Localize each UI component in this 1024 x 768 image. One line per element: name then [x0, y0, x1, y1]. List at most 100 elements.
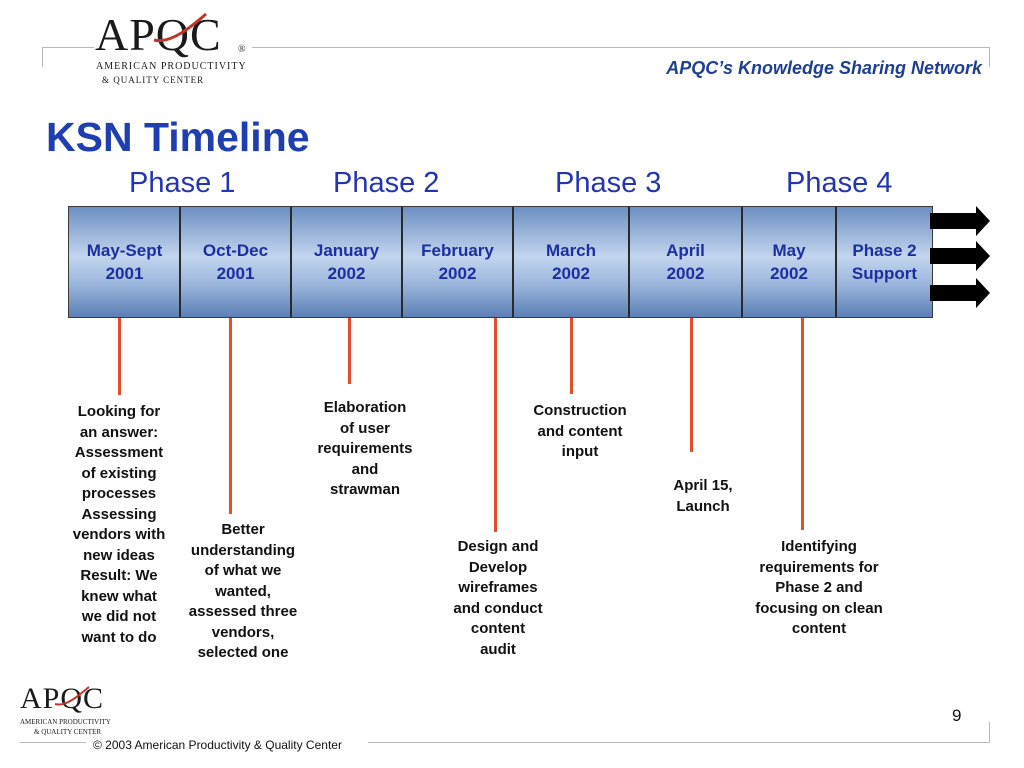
note-line: vendors,	[211, 623, 275, 641]
note-line: wanted,	[215, 582, 271, 600]
period-year: Support	[851, 264, 918, 283]
period-label: February	[421, 241, 494, 260]
timeline-connector	[494, 318, 497, 532]
header-rule	[42, 47, 43, 67]
milestone-note: Identifying requirements for Phase 2 and…	[734, 537, 904, 640]
note-line: of existing	[81, 464, 157, 482]
period-label: Oct-Dec	[202, 241, 269, 260]
note-line: requirements	[317, 440, 413, 457]
footer-logo-tagline-1: AMERICAN PRODUCTIVITY	[20, 718, 111, 726]
milestone-note: Construction and content input	[515, 401, 645, 463]
period-divider	[628, 207, 630, 317]
footer-logo-swoosh-icon	[54, 686, 90, 706]
arrow-right-icon	[930, 206, 990, 236]
note-line: we did not	[81, 608, 157, 625]
note-line: Better	[221, 521, 265, 538]
period-label: May	[772, 241, 806, 260]
timeline-connector	[348, 318, 351, 384]
timeline-connector	[570, 318, 573, 394]
slide-title: KSN Timeline	[46, 114, 310, 160]
note-line: and conduct	[453, 599, 543, 617]
period-divider	[741, 207, 743, 317]
note-line: content	[791, 620, 847, 637]
period-cell: May-Sept 2001	[69, 207, 180, 317]
note-line: vendors with	[72, 526, 166, 543]
milestone-note: April 15, Launch	[650, 476, 756, 517]
note-line: audit	[480, 640, 516, 658]
note-line: and content	[537, 422, 623, 440]
arrow-right-icon	[930, 241, 990, 271]
note-line: want to do	[81, 628, 157, 646]
note-line: April 15,	[673, 477, 733, 494]
note-line: selected one	[197, 644, 289, 661]
phase-label: Phase 2	[333, 167, 440, 199]
period-year: 2001	[105, 264, 144, 283]
note-line: Construction	[533, 402, 627, 419]
note-line: processes	[81, 485, 157, 502]
note-line: Phase 2 and	[775, 579, 863, 596]
note-line: Identifying	[781, 538, 857, 555]
timeline-connector	[690, 318, 693, 452]
note-line: and	[351, 460, 379, 478]
header-rule	[42, 47, 94, 48]
period-label: March	[545, 241, 597, 260]
header-rule	[252, 47, 990, 48]
milestone-note: Elaboration of user requirements and str…	[300, 398, 430, 501]
note-line: new ideas	[83, 546, 155, 564]
note-line: assessed three	[188, 603, 298, 620]
footer-rule	[368, 742, 990, 743]
page-number: 9	[952, 706, 962, 725]
note-line: requirements for	[759, 558, 879, 576]
phase-label: Phase 1	[129, 167, 236, 199]
note-line: wireframes	[458, 579, 538, 596]
period-label: May-Sept	[86, 241, 163, 260]
network-name: APQC’s Knowledge Sharing Network	[666, 58, 982, 78]
timeline-connector	[801, 318, 804, 530]
logo-swoosh-icon	[153, 12, 207, 43]
period-divider	[401, 207, 403, 317]
note-line: Assessing	[81, 505, 157, 523]
note-line: of what we	[204, 562, 282, 579]
note-line: an answer:	[79, 423, 159, 441]
note-line: Assessment	[74, 444, 164, 461]
footer-logo-tagline-2: & QUALITY CENTER	[34, 728, 102, 736]
period-label: Phase 2	[852, 241, 917, 260]
note-line: knew what	[81, 587, 157, 605]
note-line: Looking for	[77, 403, 161, 420]
period-cell: May 2002	[743, 207, 835, 317]
note-line: input	[561, 443, 599, 460]
logo-tagline-2: & QUALITY CENTER	[102, 75, 205, 85]
milestone-note: Design and Develop wireframes and conduc…	[434, 537, 562, 660]
period-label: April	[666, 241, 705, 260]
note-line: Develop	[468, 558, 528, 576]
period-year: 2002	[770, 264, 808, 283]
period-year: 2002	[327, 264, 366, 283]
header-rule	[989, 47, 990, 67]
note-line: content	[470, 620, 526, 637]
period-divider	[290, 207, 292, 317]
note-line: Result: We	[80, 567, 158, 584]
note-line: Elaboration	[323, 399, 407, 416]
logo-registered-mark: ®	[238, 44, 246, 55]
period-divider	[835, 207, 837, 317]
milestone-note: Better understanding of what we wanted, …	[173, 520, 313, 664]
note-line: strawman	[329, 481, 401, 498]
period-label: January	[313, 241, 380, 260]
footer-rule	[989, 722, 990, 743]
period-divider	[512, 207, 514, 317]
footer-rule	[20, 742, 86, 743]
note-line: understanding	[190, 541, 296, 559]
copyright-text: © 2003 American Productivity & Quality C…	[93, 738, 342, 752]
timeline-connector	[229, 318, 232, 514]
note-line: focusing on clean	[755, 599, 883, 617]
note-line: Launch	[676, 497, 730, 515]
phase-label: Phase 4	[786, 167, 893, 199]
phase-label: Phase 3	[555, 167, 662, 199]
logo-tagline-1: AMERICAN PRODUCTIVITY	[96, 61, 247, 72]
note-line: of user	[339, 419, 390, 437]
note-line: Design and	[457, 538, 539, 555]
